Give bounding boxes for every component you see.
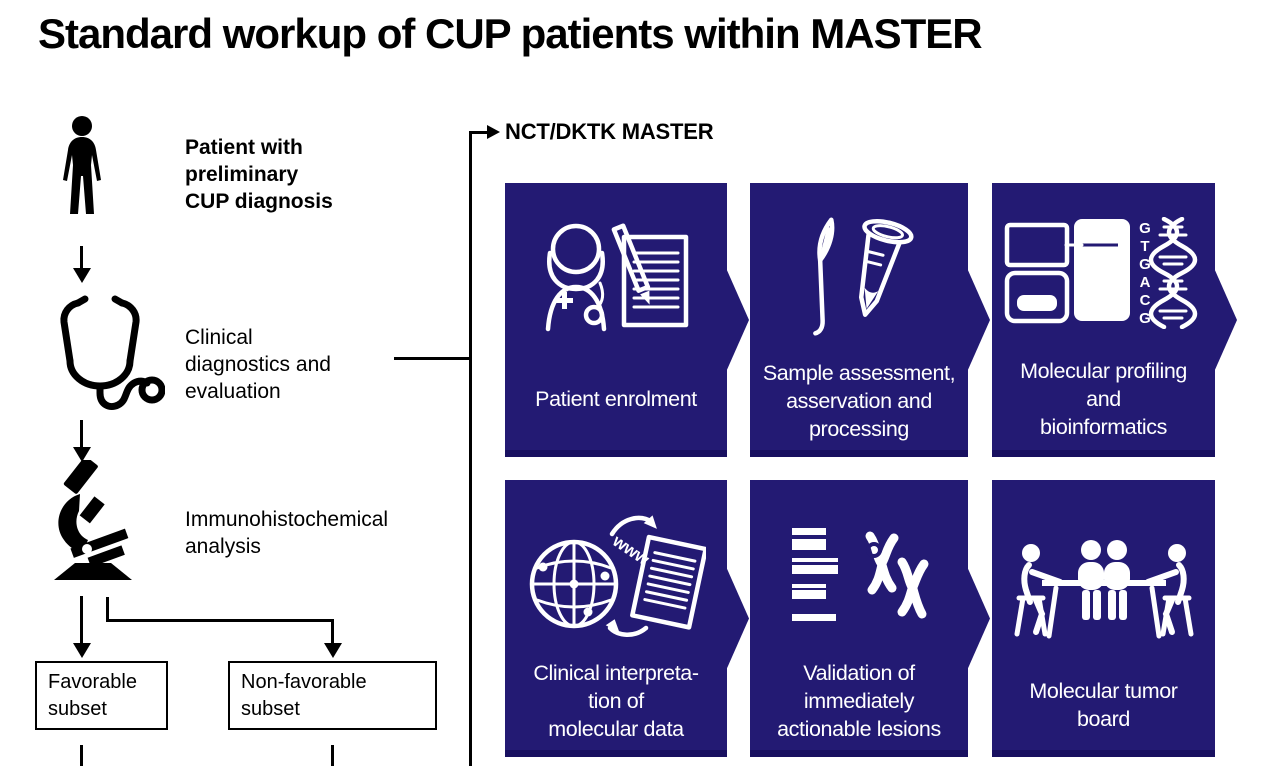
arrow-clinical-to-ihc [80, 420, 83, 448]
arrowhead-down-icon [324, 643, 342, 658]
non-favorable-outflow-line [331, 745, 334, 766]
stethoscope-icon [60, 295, 165, 410]
page-title: Standard workup of CUP patients within M… [38, 10, 983, 57]
dna-letter: G [1139, 256, 1151, 273]
dna-letter: A [1139, 274, 1150, 291]
master-arrow-stub [469, 131, 489, 134]
arrowhead-down-icon [73, 447, 91, 462]
person-silhouette-icon [63, 116, 101, 214]
master-box-molecular-profiling: G T G A C G Molecular profiling and bioi… [992, 183, 1237, 457]
dna-letter: T [1140, 238, 1149, 255]
chevron-arrow [726, 268, 749, 372]
chevron-arrow [967, 566, 990, 671]
master-box-label: Molecular profiling and bioinformatics [1020, 359, 1187, 439]
favorable-outflow-line [80, 745, 83, 766]
master-box-patient-enrolment: Patient enrolment [505, 183, 749, 457]
doctor-clipboard-icon [536, 221, 696, 337]
chevron-arrow [967, 268, 990, 372]
ihc-step-label: Immunohistochemical analysis [185, 508, 389, 558]
arrowhead-down-icon [73, 643, 91, 658]
master-heading: NCT/DKTK MASTER [505, 119, 714, 144]
clinical-step-label: Clinical diagnostics and evaluation [185, 326, 331, 403]
arrowhead-right-icon [487, 125, 500, 139]
master-bracket-line [469, 131, 472, 766]
arrow-ihc-to-non-favorable [331, 621, 334, 644]
clinical-to-master-connector [394, 357, 471, 360]
master-box-label: Sample assessment, asservation and proce… [762, 361, 956, 441]
microscope-icon [54, 460, 132, 580]
master-box-clinical-interpretation: www Clinical interpreta- tion of molecul… [505, 480, 749, 757]
dna-letter: G [1139, 220, 1151, 237]
master-box-validation: Validation of immediately actionable les… [750, 480, 990, 757]
patient-step-label: Patient with preliminary CUP diagnosis [185, 136, 333, 213]
non-favorable-subset-box: Non-favorable subset [228, 661, 437, 730]
arrow-patient-to-clinical [80, 246, 83, 270]
dna-letter: C [1139, 292, 1150, 309]
master-box-label: Molecular tumor board [1029, 679, 1178, 731]
globe-document-icon: www [526, 515, 706, 638]
master-box-sample-assessment: Sample assessment, asservation and proce… [750, 183, 990, 457]
master-box-label: Clinical interpreta- tion of molecular d… [533, 661, 699, 741]
branch-line-stub [106, 597, 109, 622]
arrowhead-down-icon [73, 268, 91, 283]
chevron-arrow [726, 566, 749, 671]
meeting-table-icon [1014, 540, 1194, 640]
master-box-tumor-board: Molecular tumor board [992, 480, 1215, 757]
branch-line-horizontal [106, 619, 334, 622]
sequencer-dna-icon: G T G A C G [1004, 217, 1204, 329]
master-box-label: Validation of immediately actionable les… [777, 661, 941, 741]
chevron-arrow [1214, 268, 1237, 372]
arrow-ihc-to-favorable [80, 596, 83, 644]
gel-chromosomes-icon [792, 528, 934, 621]
dna-letter: G [1139, 310, 1151, 327]
scalpel-sample-tube-icon [789, 215, 929, 337]
favorable-subset-box: Favorable subset [35, 661, 168, 730]
master-box-label: Patient enrolment [535, 387, 697, 411]
